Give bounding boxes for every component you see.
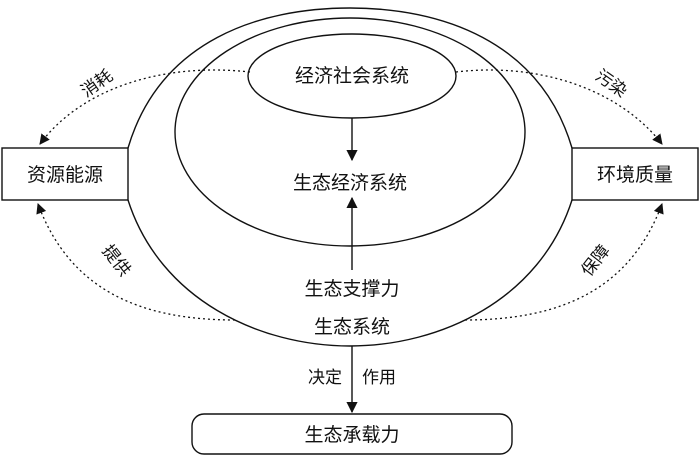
consume-arrow <box>39 69 251 145</box>
environment-box <box>571 147 699 201</box>
eco-economic-label: 生态经济系统 <box>293 172 407 194</box>
guarantee-arrow <box>464 203 664 321</box>
determine-label: 决定 <box>308 368 342 388</box>
environment-label: 环境质量 <box>597 164 673 186</box>
carrying-capacity-label: 生态承载力 <box>304 424 399 446</box>
resources-label: 资源能源 <box>27 164 103 186</box>
eco-economic-ellipse <box>174 17 526 247</box>
guarantee-label: 保障 <box>578 241 615 280</box>
pollute-label: 污染 <box>591 66 630 102</box>
provide-arrow <box>36 203 236 321</box>
carrying-capacity-box <box>191 413 513 455</box>
provide-label: 提供 <box>98 241 135 280</box>
socio-economic-label: 经济社会系统 <box>295 65 409 87</box>
pollute-arrow <box>455 69 663 145</box>
ecosystem-outer-boundary <box>127 7 573 347</box>
eco-support-label: 生态支撑力 <box>304 278 399 300</box>
ecosystem-label: 生态系统 <box>314 316 390 338</box>
resources-box <box>1 147 129 201</box>
effect-label: 作用 <box>362 368 396 388</box>
